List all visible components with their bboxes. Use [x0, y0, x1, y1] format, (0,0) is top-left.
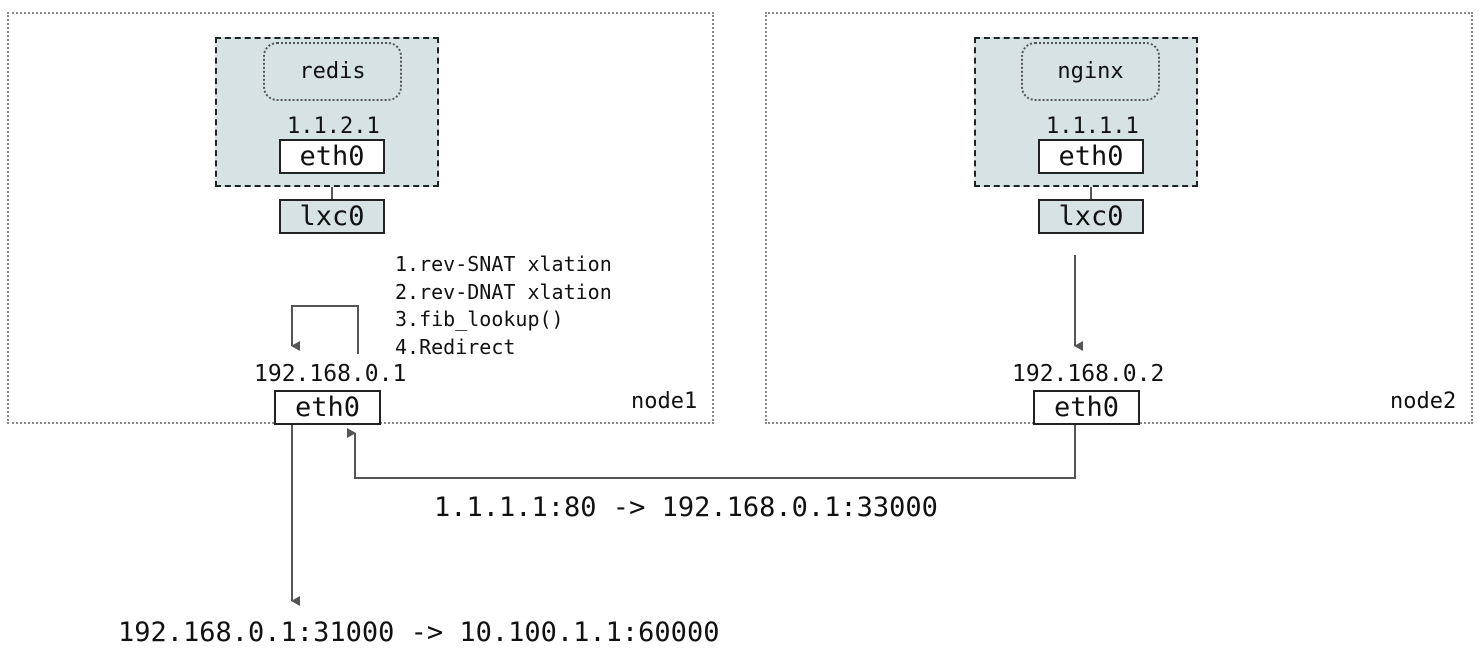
node2-pod-ip: 1.1.1.1: [1046, 114, 1139, 139]
node1-app-redis: redis: [263, 42, 402, 101]
node2-host-eth0-label: eth0: [1053, 392, 1120, 423]
node2-host-ip: 192.168.0.2: [1012, 361, 1165, 387]
node2-pod-eth0-label: eth0: [1058, 141, 1124, 172]
node1-step-1: 1.rev-SNAT xlation: [395, 252, 612, 276]
node1-step-2: 2.rev-DNAT xlation: [395, 279, 612, 304]
node2-pod-eth0: eth0: [1038, 139, 1144, 174]
node1-lxc0: lxc0: [279, 199, 385, 234]
node1-pod-eth0-label: eth0: [299, 141, 365, 172]
node2-lxc0-label: lxc0: [1058, 201, 1124, 232]
node1-step-4: 4.Redirect: [395, 334, 516, 359]
node2-label: node2: [1390, 389, 1457, 414]
node2-to-node1-arrow: [347, 424, 1076, 479]
node1-pod-ip: 1.1.2.1: [287, 114, 380, 139]
node1-lxc0-label: lxc0: [299, 201, 365, 232]
node1-redirect-loop-arrow: [291, 305, 359, 354]
node1-app-label: redis: [299, 59, 366, 84]
node2-app-nginx: nginx: [1021, 42, 1160, 101]
node1-pod-eth0: eth0: [279, 139, 385, 174]
node1-host-ip: 192.168.0.1: [254, 361, 407, 387]
node2-lxc0: lxc0: [1038, 199, 1144, 234]
flow-egress-label: 192.168.0.1:31000 -> 10.100.1.1:60000: [118, 617, 720, 648]
node1-step-3: 3.fib_lookup(): [395, 307, 564, 331]
node1-host-eth0-label: eth0: [294, 392, 361, 423]
node1-steps-list: 1.rev-SNAT xlation 2.rev-DNAT xlation 3.…: [395, 251, 612, 361]
node1-label: node1: [631, 389, 698, 414]
flow-between-nodes-label: 1.1.1.1:80 -> 192.168.0.1:33000: [434, 492, 938, 523]
node1-host-eth0: eth0: [274, 390, 381, 425]
node2-app-label: nginx: [1057, 59, 1124, 84]
node2-host-eth0: eth0: [1033, 390, 1140, 425]
